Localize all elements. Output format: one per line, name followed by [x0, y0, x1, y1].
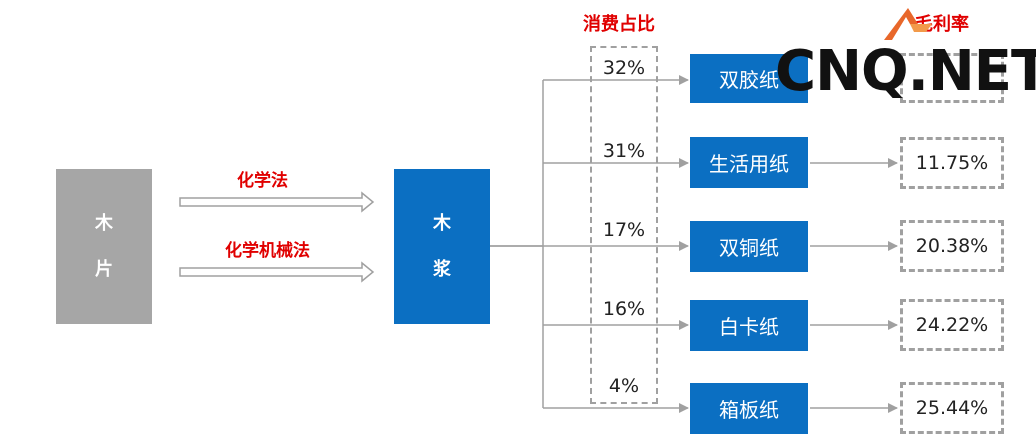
margin-box-2: 11.75% — [900, 137, 1004, 189]
watermark-logo-mark-icon — [880, 4, 940, 44]
product-box-1: 双胶纸 — [690, 54, 808, 103]
margin-box-3: 20.38% — [900, 220, 1004, 272]
source-char-2: 片 — [95, 258, 113, 280]
process-label-chemical: 化学法 — [237, 171, 288, 191]
share-value-1: 32% — [602, 57, 646, 79]
product-box-5: 箱板纸 — [690, 383, 808, 434]
process-arrow-chemi-mechanical — [179, 261, 375, 283]
product-box-4: 白卡纸 — [690, 300, 808, 351]
product-box-2: 生活用纸 — [690, 137, 808, 188]
share-value-2: 31% — [602, 140, 646, 162]
pulp-box: 木 浆 — [394, 169, 490, 324]
pulp-char-1: 木 — [433, 212, 451, 234]
margin-box-1 — [900, 53, 1004, 103]
source-char-1: 木 — [95, 212, 113, 234]
margin-box-4: 24.22% — [900, 299, 1004, 351]
share-column-frame — [590, 46, 658, 404]
watermark-logo-text: CNQ.NET — [775, 39, 1036, 104]
header-gross-margin: 毛利率 — [915, 14, 969, 35]
product-box-3: 双铜纸 — [690, 221, 808, 272]
share-value-4: 16% — [602, 298, 646, 320]
source-box-wood-chips: 木 片 — [56, 169, 152, 324]
header-consumption-share: 消费占比 — [583, 14, 655, 35]
pulp-char-2: 浆 — [433, 258, 451, 280]
share-value-3: 17% — [602, 219, 646, 241]
share-value-5: 4% — [608, 375, 640, 397]
process-label-chemi-mechanical: 化学机械法 — [225, 241, 310, 261]
margin-box-5: 25.44% — [900, 382, 1004, 434]
process-arrow-chemical — [179, 191, 375, 213]
